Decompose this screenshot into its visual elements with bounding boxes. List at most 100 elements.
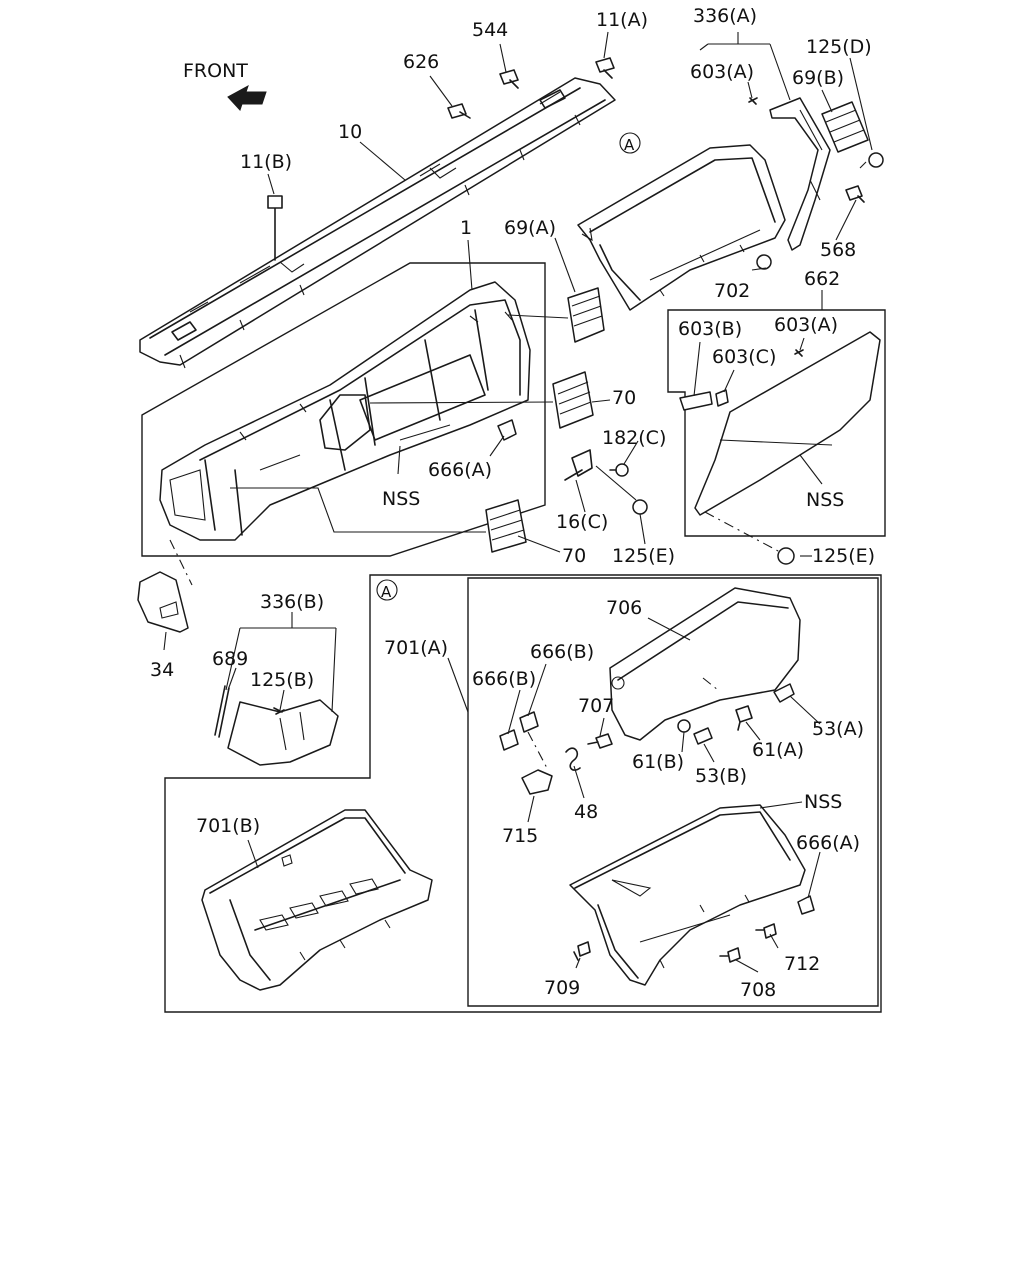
clip-125d	[859, 152, 884, 169]
label-603a-top: 603(A)	[690, 61, 754, 83]
label-708: 708	[740, 979, 776, 1001]
clip-61b	[677, 719, 691, 733]
label-603a-right: 603(A)	[774, 314, 838, 336]
glovebox-door-box	[667, 309, 886, 537]
label-662: 662	[804, 268, 840, 290]
bolt-61a	[735, 705, 753, 731]
label-61b: 61(B)	[632, 751, 684, 773]
side-bracket-336a	[769, 97, 831, 251]
glovebox-lid-top	[577, 144, 786, 311]
screw-708	[719, 947, 741, 963]
clip-125e-right	[704, 511, 795, 565]
label-603c: 603(C)	[712, 346, 776, 368]
instrument-panel	[159, 281, 531, 541]
spring-48	[565, 747, 581, 771]
label-707: 707	[578, 695, 614, 717]
label-70-upper: 70	[612, 387, 636, 409]
inner-panel-outline	[141, 262, 546, 557]
label-70-lower: 70	[562, 545, 586, 567]
clip-16c	[564, 449, 593, 481]
bolt-707	[587, 733, 613, 749]
bracket-715	[521, 769, 553, 795]
label-10: 10	[338, 121, 362, 143]
bolt-544	[499, 69, 519, 89]
bolt-568	[845, 185, 865, 203]
clip-53b	[693, 727, 713, 745]
label-544: 544	[472, 19, 508, 41]
label-nss-box: NSS	[804, 791, 842, 813]
inner-box-701a	[467, 577, 879, 1007]
callout-a-circle-box	[376, 579, 398, 601]
label-336b: 336(B)	[260, 591, 324, 613]
label-603b: 603(B)	[678, 318, 742, 340]
callout-a-top: A	[624, 136, 635, 154]
label-666a-box: 666(A)	[796, 832, 860, 854]
clip-666a-left	[497, 419, 517, 441]
label-709: 709	[544, 977, 580, 999]
label-336a: 336(A)	[693, 5, 757, 27]
label-702: 702	[714, 280, 750, 302]
label-53a: 53(A)	[812, 718, 864, 740]
label-nss-right: NSS	[806, 489, 844, 511]
label-53b: 53(B)	[695, 765, 747, 787]
top-trim-strip	[139, 77, 616, 369]
vent-70-upper	[369, 371, 594, 429]
clip-666b-left	[499, 729, 519, 751]
label-182c: 182(C)	[602, 427, 666, 449]
glovebox-housing-701b	[201, 809, 433, 991]
clip-603b	[679, 391, 713, 411]
clip-702	[756, 254, 772, 270]
label-69b: 69(B)	[792, 67, 844, 89]
label-16c: 16(C)	[556, 511, 608, 533]
clip-182c	[609, 463, 629, 477]
label-11a: 11(A)	[596, 9, 648, 31]
lower-trim-336b	[227, 699, 339, 766]
vent-70-lower	[230, 487, 527, 553]
label-125d: 125(D)	[806, 36, 872, 58]
screw-603a-right	[794, 349, 804, 357]
label-nss-left: NSS	[382, 488, 420, 510]
vent-69b	[821, 101, 869, 153]
callout-a-circle-top	[619, 132, 641, 154]
label-48: 48	[574, 801, 598, 823]
leader-lines	[163, 31, 873, 973]
screw-603a-top	[748, 97, 758, 105]
label-666a-left: 666(A)	[428, 459, 492, 481]
clip-125e-mid	[595, 465, 648, 515]
label-689: 689	[212, 648, 248, 670]
callout-a-box: A	[381, 583, 392, 601]
label-125e-mid: 125(E)	[612, 545, 675, 567]
end-cap-34	[137, 539, 193, 633]
bolt-626	[447, 103, 471, 119]
front-label: FRONT	[183, 60, 248, 82]
lower-left-frame	[164, 574, 882, 1013]
rod-689	[214, 685, 230, 738]
bolt-11b	[267, 195, 283, 261]
label-11b: 11(B)	[240, 151, 292, 173]
clip-666a-box	[797, 895, 815, 915]
label-712: 712	[784, 953, 820, 975]
bolt-712	[755, 923, 777, 939]
label-626: 626	[403, 51, 439, 73]
clip-125b	[273, 707, 285, 715]
label-61a: 61(A)	[752, 739, 804, 761]
clip-603c	[715, 389, 729, 407]
vent-69a	[507, 287, 605, 343]
part-labels: 544 11(A) 336(A) 125(D) 626 603(A) 69(B)…	[150, 5, 875, 1001]
label-706: 706	[606, 597, 642, 619]
label-666b-right: 666(B)	[530, 641, 594, 663]
screw-709	[573, 941, 591, 961]
label-125e-right: 125(E)	[812, 545, 875, 567]
glovebox-housing-701a	[569, 804, 806, 986]
label-666b-left: 666(B)	[472, 668, 536, 690]
label-701b: 701(B)	[196, 815, 260, 837]
label-125b: 125(B)	[250, 669, 314, 691]
bolt-11a	[595, 57, 615, 79]
label-701a: 701(A)	[384, 637, 448, 659]
label-568: 568	[820, 239, 856, 261]
clip-666b-right	[519, 711, 549, 771]
label-715: 715	[502, 825, 538, 847]
label-34: 34	[150, 659, 174, 681]
lid-706	[609, 587, 801, 741]
